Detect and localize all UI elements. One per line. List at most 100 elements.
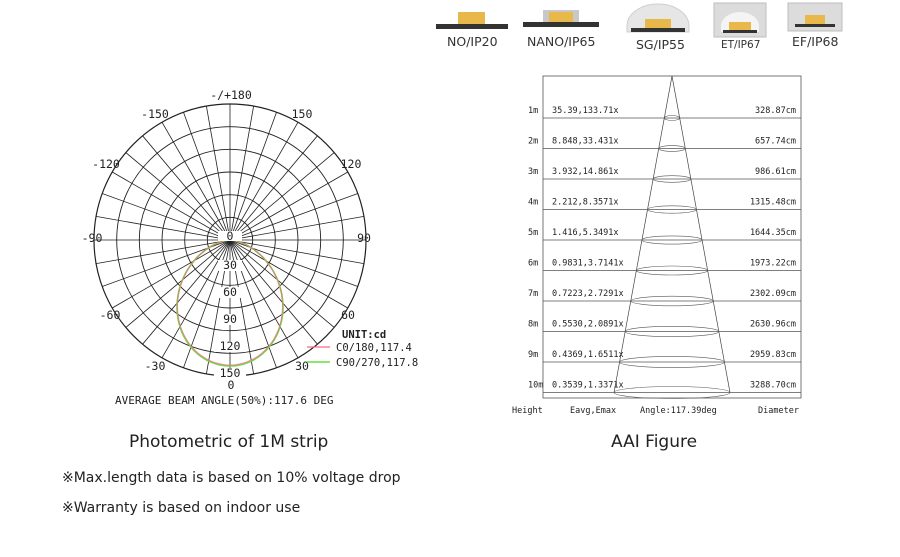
aai-row-values: 0.7223,2.7291x	[552, 289, 624, 299]
radial-label-60: 60	[223, 285, 237, 299]
nano-ip65-profile-icon	[523, 10, 599, 27]
angle-label-p120: 120	[341, 157, 362, 171]
sg-ip55-profile-icon	[626, 3, 690, 33]
aai-row-values: 0.5530,2.0891x	[552, 320, 624, 330]
polar-spoke	[125, 239, 231, 328]
polar-spoke	[229, 239, 348, 309]
cone-edge-left	[613, 75, 673, 393]
aai-row-values: 0.9831,3.7141x	[552, 259, 624, 269]
polar-spoke	[229, 122, 299, 241]
polar-legend: UNIT:cd C0/180,117.4 C90/270,117.8	[307, 329, 418, 369]
polar-spoke	[229, 239, 335, 328]
polar-spoke	[102, 193, 231, 241]
radial-label-0: 0	[227, 229, 234, 243]
polar-spoke	[95, 215, 231, 241]
aai-footer: Height Eavg,Emax Angle:117.39deg Diamete…	[512, 406, 799, 416]
aai-row-diameter: 986.61cm	[755, 167, 796, 177]
aai-row-height: 5m	[528, 228, 538, 238]
aai-row-diameter: 1973.22cm	[750, 259, 796, 269]
polar-spoke	[229, 135, 318, 241]
radial-label-90: 90	[223, 312, 237, 326]
note-warranty: ※Warranty is based on indoor use	[62, 500, 301, 516]
aai-row-height: 8m	[528, 320, 538, 330]
angle-label-n30: -30	[145, 359, 166, 373]
polar-radial-labels: 0 30 60 90 120 150	[214, 229, 246, 380]
polar-spoke	[229, 215, 365, 241]
et-ip67-profile-icon	[713, 2, 767, 38]
aai-row-height: 3m	[528, 167, 538, 177]
radial-label-120: 120	[220, 339, 241, 353]
ip-label-nano-ip65: NANO/IP65	[527, 34, 596, 49]
aai-row-values: 0.3539,1.3371x	[552, 381, 624, 391]
aai-row-values: 1.416,5.3491x	[552, 228, 619, 238]
angle-label-180: -/+180	[210, 88, 252, 102]
polar-spoke	[112, 239, 231, 309]
aai-beam-cone	[613, 75, 731, 399]
aai-row-height: 9m	[528, 350, 538, 360]
aai-footer-values: Eavg,Emax	[570, 406, 616, 416]
angle-label-0: 0	[228, 378, 235, 392]
aai-row-values: 35.39,133.71x	[552, 106, 619, 116]
aai-row-height: 4m	[528, 198, 538, 208]
aai-row-height: 1m	[528, 106, 538, 116]
polar-spoke	[229, 171, 348, 241]
cone-edge-right	[671, 75, 731, 393]
ef-ip68-profile-icon	[787, 2, 843, 32]
polar-spoke	[229, 152, 335, 241]
angle-label-p60: 60	[341, 308, 355, 322]
aai-row-height: 7m	[528, 289, 538, 299]
unit-label: UNIT:cd	[342, 329, 386, 341]
ip-label-no-ip20: NO/IP20	[447, 34, 498, 49]
aai-row-values: 8.848,33.431x	[552, 137, 619, 147]
polar-spoke	[161, 239, 231, 358]
ip-label-et-ip67: ET/IP67	[721, 39, 761, 51]
note-max-length: ※Max.length data is based on 10% voltage…	[62, 470, 401, 486]
angle-label-n150: -150	[141, 107, 169, 121]
polar-spoke	[229, 239, 299, 358]
aai-row-values: 3.932,14.861x	[552, 167, 619, 177]
polar-spoke	[161, 122, 231, 241]
angle-label-p30: 30	[295, 359, 309, 373]
radial-label-30: 30	[223, 258, 237, 272]
aai-row-diameter: 2959.83cm	[750, 350, 796, 360]
photometric-polar-diagram: -/+180 -150 150 -120 120 -90 90 -60 60 -…	[82, 88, 419, 407]
aai-row-height: 10m	[528, 381, 543, 391]
polar-spoke	[229, 239, 318, 345]
ip-label-sg-ip55: SG/IP55	[636, 37, 685, 52]
angle-label-n90: -90	[82, 231, 103, 245]
polar-spoke	[205, 105, 231, 241]
aai-row-diameter: 2630.96cm	[750, 320, 796, 330]
aai-footer-diameter: Diameter	[758, 406, 799, 416]
aai-row-diameter: 1644.35cm	[750, 228, 796, 238]
polar-spoke	[142, 135, 231, 241]
aai-row-diameter: 3288.70cm	[750, 381, 796, 391]
polar-spoke	[229, 112, 277, 241]
beam-angle-label: AVERAGE BEAM ANGLE(50%):117.6 DEG	[115, 394, 334, 407]
polar-angle-labels: -/+180 -150 150 -120 120 -90 90 -60 60 -…	[82, 88, 371, 392]
legend-label-c90: C90/270,117.8	[336, 357, 418, 369]
angle-label-n120: -120	[92, 157, 120, 171]
angle-label-n60: -60	[100, 308, 121, 322]
aai-row-values: 2.212,8.3571x	[552, 198, 619, 208]
aai-row-diameter: 2302.09cm	[750, 289, 796, 299]
aai-row-values: 0.4369,1.6511x	[552, 350, 624, 360]
polar-spoke	[183, 112, 231, 241]
no-ip20-profile-icon	[436, 12, 508, 29]
aai-footer-angle: Angle:117.39deg	[640, 406, 717, 416]
ip-label-ef-ip68: EF/IP68	[792, 34, 839, 49]
polar-curves	[176, 239, 284, 367]
polar-spoke	[95, 239, 231, 265]
aai-row-height: 2m	[528, 137, 538, 147]
angle-label-p90: 90	[357, 231, 371, 245]
polar-spoke	[229, 105, 255, 241]
radial-label-150: 150	[220, 366, 241, 380]
aai-row-height: 6m	[528, 259, 538, 269]
caption-aai: AAI Figure	[611, 432, 698, 452]
polar-spoke	[112, 171, 231, 241]
aai-row-diameter: 1315.48cm	[750, 198, 796, 208]
legend-label-c0: C0/180,117.4	[336, 342, 412, 354]
angle-label-p150: 150	[292, 107, 313, 121]
aai-footer-height: Height	[512, 406, 543, 416]
